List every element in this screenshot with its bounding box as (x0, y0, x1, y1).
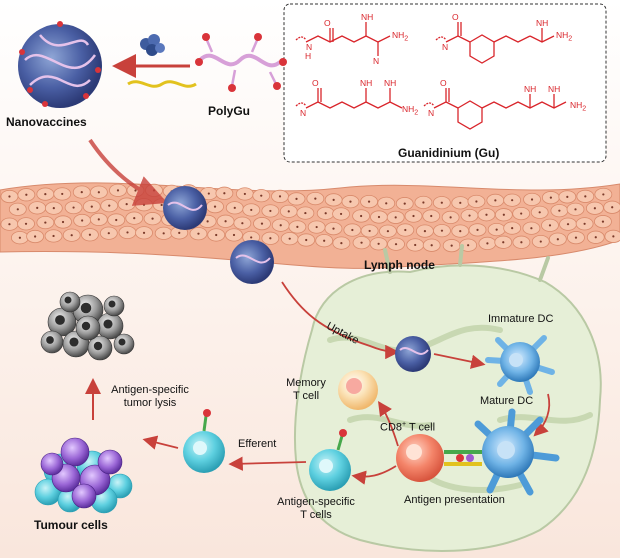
efferent-arrow (228, 456, 307, 471)
tumor-lysis-label: Antigen-specific tumor lysis (98, 384, 202, 410)
mature-dc-label: Mature DC (480, 395, 534, 407)
lysis-label-line1: Antigen-specific (111, 384, 189, 396)
atom-o-4: O (440, 78, 447, 88)
guanidinium-label: Guanidinium (Gu) (398, 146, 500, 160)
polygu-label: PolyGu (208, 104, 251, 118)
immature-dc (485, 335, 555, 395)
tumour-cells (34, 437, 133, 514)
guanidinium-box (283, 3, 607, 163)
atom-nh2-4: NH2 (570, 100, 587, 113)
nanovaccine-draining (230, 240, 274, 284)
nucleic-acid (127, 80, 197, 88)
uptake-arrow (281, 281, 400, 360)
mature-dc (474, 408, 560, 496)
nanovaccine-particle (18, 21, 102, 108)
atom-nh-3: NH (536, 18, 549, 28)
efferent-label: Efferent (238, 438, 277, 450)
ast-label-line2: T cells (300, 509, 332, 521)
antigen-specific-t-cell (309, 429, 351, 491)
memory-t-cell (338, 370, 378, 410)
cd8-t-cell (396, 434, 444, 482)
polygu-polymer (195, 33, 287, 92)
nanovaccines-label: Nanovaccines (6, 115, 87, 129)
antigen-specific-t-label: Antigen-specific T cells (268, 496, 364, 522)
ast-label-line1: Antigen-specific (277, 496, 355, 508)
maturation-arrow (533, 393, 551, 437)
atom-o-3: O (312, 78, 319, 88)
nanovaccine-uptake (395, 336, 431, 372)
atom-nh-2: N (373, 56, 380, 66)
immune-synapse (444, 450, 482, 466)
to-memory-arrow (378, 401, 399, 447)
immature-dc-label: Immature DC (488, 313, 554, 325)
atom-nh2-2: NH2 (556, 30, 573, 43)
atom-nh-6: NH (524, 84, 537, 94)
atom-nh2-3: NH2 (402, 104, 419, 117)
to-tumour-arrow (142, 435, 179, 450)
memory-t-cell-label: Memory T cell (286, 377, 326, 403)
atom-nh2: NH2 (392, 30, 409, 43)
atom-nh-5: NH (384, 78, 397, 88)
chem-structures (295, 22, 567, 130)
atom-o: O (324, 18, 331, 28)
memory-label-line1: Memory (286, 377, 326, 389)
efferent-t-cell (183, 409, 225, 473)
atom-nh-4: NH (360, 78, 373, 88)
atom-n-3: N (300, 108, 307, 118)
atom-n: N (306, 42, 313, 52)
tumour-cells-label: Tumour cells (34, 518, 108, 532)
atom-nh: NH (361, 12, 374, 22)
atom-nh-7: NH (548, 84, 561, 94)
injection-arrow (88, 138, 168, 206)
lymph-node-label: Lymph node (364, 258, 435, 272)
expansion-arrow (351, 465, 397, 485)
atom-o-2: O (452, 12, 459, 22)
atom-n-4: N (428, 108, 435, 118)
cd8-t-cell-label: CD8+ T cell (380, 421, 436, 434)
atom-h: H (305, 51, 312, 61)
lysed-tumour (40, 291, 135, 361)
to-immature-arrow (433, 353, 486, 369)
nanovaccine-in-tissue (163, 186, 207, 230)
memory-label-line2: T cell (292, 390, 320, 402)
antigen-protein (140, 34, 165, 56)
atom-n-2: N (442, 42, 449, 52)
antigen-presentation-label: Antigen presentation (404, 494, 505, 506)
lysis-label-line2: tumor lysis (123, 397, 177, 409)
